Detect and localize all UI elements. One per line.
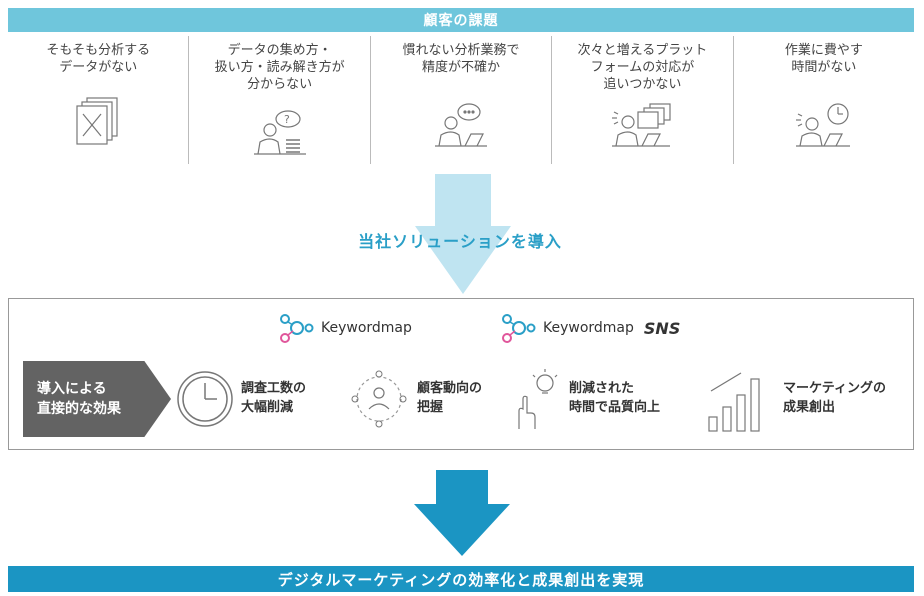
issues-row: そもそも分析する データがない データの集め方・ 扱い方・読み解き方が 分からな…	[8, 36, 914, 164]
keywordmap-logo-icon	[280, 314, 314, 343]
direct-effect-label: 導入による 直接的な効果	[23, 361, 171, 437]
person-windows-icon	[612, 103, 672, 147]
product-name: Keywordmap	[321, 320, 412, 336]
keywordmap-sns-logo: Keywordmap SNS	[499, 313, 680, 343]
result-arrow-icon	[414, 470, 510, 556]
confused-person-icon: ?	[253, 110, 306, 155]
issue-item: データの集め方・ 扱い方・読み解き方が 分からない ?	[188, 36, 369, 164]
effect-item: 削減された 時間で品質向上	[509, 369, 699, 433]
person-clock-icon	[795, 103, 850, 147]
effect-text: 調査工数の 大幅削減	[241, 381, 307, 415]
solution-intro-label: 当社ソリューションを導入	[358, 232, 562, 251]
person-speech-icon	[435, 103, 488, 147]
svg-text:?: ?	[284, 113, 290, 126]
keywordmap-logo-icon	[502, 314, 536, 343]
result-banner: デジタルマーケティングの効率化と成果創出を実現	[8, 566, 914, 592]
issue-item: 作業に費やす 時間がない	[732, 36, 914, 164]
effect-item: 顧客動向の 把握	[349, 369, 509, 433]
issue-text: そもそも分析する データがない	[46, 43, 151, 75]
issue-text: 慣れない分析業務で 精度が不確か	[402, 43, 520, 75]
issue-item: 次々と増えるプラット フォームの対応が 追いつかない	[551, 36, 732, 164]
issue-item: 慣れない分析業務で 精度が不確か	[369, 36, 551, 164]
intro-arrow-icon	[415, 174, 511, 294]
effect-text: 削減された 時間で品質向上	[569, 381, 661, 415]
people-network-icon	[351, 370, 407, 428]
solution-box: Keywordmap Keywordmap SNS 導入による 直接的な効果 調…	[8, 298, 914, 450]
keywordmap-logo: Keywordmap	[277, 313, 412, 343]
effect-item: マーケティングの 成果創出	[705, 369, 911, 433]
document-x-icon	[76, 97, 118, 145]
issue-item: そもそも分析する データがない	[8, 36, 188, 164]
issue-text: 作業に費やす 時間がない	[784, 43, 863, 75]
effect-text: マーケティングの 成果創出	[783, 381, 886, 415]
effect-item: 調査工数の 大幅削減	[175, 369, 335, 433]
product-name: Keywordmap	[543, 320, 634, 336]
effect-text: 顧客動向の 把握	[417, 381, 483, 415]
product-suffix: SNS	[643, 318, 681, 338]
customer-issues-banner: 顧客の課題	[8, 8, 914, 32]
hand-lightbulb-icon	[518, 369, 558, 429]
bar-growth-icon	[708, 372, 760, 432]
issue-text: 次々と増えるプラット フォームの対応が 追いつかない	[577, 43, 708, 92]
clock-icon	[177, 371, 233, 427]
issue-text: データの集め方・ 扱い方・読み解き方が 分からない	[214, 43, 345, 92]
